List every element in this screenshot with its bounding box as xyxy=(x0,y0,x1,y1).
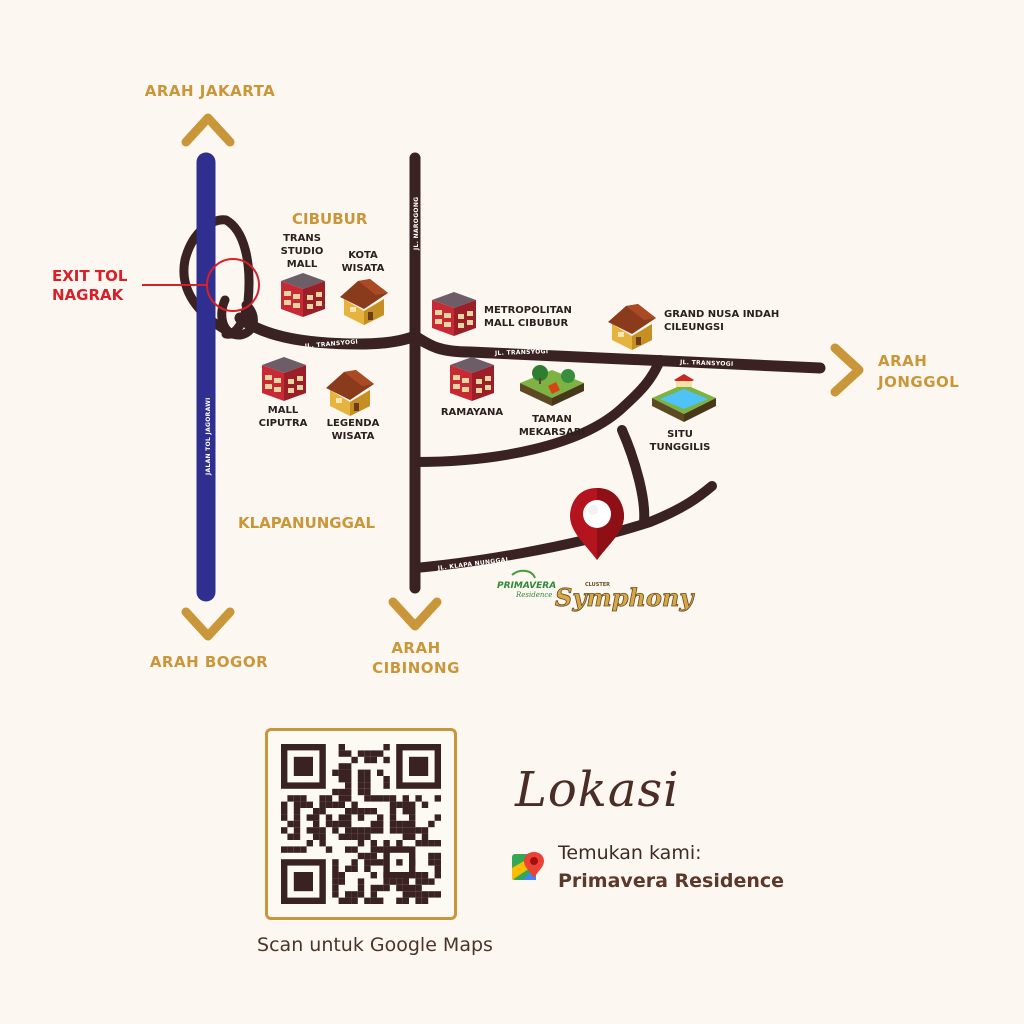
building-icon-kota-wisata xyxy=(340,279,388,325)
symphony-cluster-text: CLUSTER xyxy=(585,582,610,588)
road-label-transyogi-2: JL. TRANSYOGI xyxy=(494,348,549,357)
section-title: Lokasi xyxy=(515,762,680,818)
building-icon-metropolitan xyxy=(432,292,476,336)
poi-situ-tunggilis-2: TUNGGILIS xyxy=(650,442,711,453)
direction-jonggol-line2: JONGGOL xyxy=(877,373,959,391)
chevron-right-icon xyxy=(830,343,864,397)
qr-code-frame[interactable] xyxy=(265,728,457,920)
building-icon-grand-nusa xyxy=(608,304,656,350)
direction-north: ARAH JAKARTA xyxy=(145,82,276,100)
road-label-transyogi-3: JL. TRANSYOGI xyxy=(679,359,734,368)
exit-loop-road xyxy=(179,215,254,339)
poi-mall-ciputra-2: CIPUTRA xyxy=(259,418,308,429)
poi-kota-wisata-2: WISATA xyxy=(342,263,385,274)
building-icon-trans-studio xyxy=(281,273,325,317)
poi-ramayana: RAMAYANA xyxy=(441,407,504,418)
symphony-logo: CLUSTER Symphony xyxy=(555,582,696,612)
find-us-value: Primavera Residence xyxy=(558,870,785,892)
direction-south: ARAH BOGOR xyxy=(150,653,268,671)
poi-mall-ciputra-1: MALL xyxy=(268,405,299,416)
poi-legenda-1: LEGENDA xyxy=(327,418,380,429)
transyogi-road-east xyxy=(409,330,826,374)
poi-legenda-2: WISATA xyxy=(332,431,375,442)
qr-code[interactable] xyxy=(281,744,441,904)
primavera-logo: PRIMAVERA Residence xyxy=(497,569,556,599)
road-label-jagorawi: JALAN TOL JAGORAWI xyxy=(205,397,212,476)
building-icon-legenda xyxy=(326,370,374,416)
transyogi-road-west xyxy=(234,312,421,350)
poi-taman-mekarsari-1: TAMAN xyxy=(532,414,572,425)
road-label-narogong: JL. NAROGONG xyxy=(413,197,420,251)
primavera-logo-text: PRIMAVERA xyxy=(497,581,556,591)
poi-grand-nusa-1: GRAND NUSA INDAH xyxy=(664,309,779,320)
klapanunggal-road xyxy=(410,481,717,573)
road-label-transyogi-1: JL. TRANSYOGI xyxy=(304,338,359,350)
symphony-logo-text: Symphony xyxy=(555,583,695,612)
poi-trans-studio-3: MALL xyxy=(287,259,318,270)
chevron-down-icon xyxy=(181,607,235,641)
chevron-down-icon xyxy=(388,597,442,631)
road-network xyxy=(179,152,826,594)
poi-trans-studio-1: TRANS xyxy=(283,233,321,244)
curve-road-middle xyxy=(410,355,665,467)
poi-metropolitan-2: MALL CIBUBUR xyxy=(484,318,568,329)
exit-label-line1: EXIT TOL xyxy=(52,267,128,285)
chevron-up-icon xyxy=(181,113,235,147)
direction-cibinong-line2: CIBINONG xyxy=(372,659,460,677)
primavera-logo-subtext: Residence xyxy=(515,591,552,599)
area-cibubur: CIBUBUR xyxy=(292,210,368,228)
direction-cibinong-line1: ARAH xyxy=(391,639,440,657)
connector-road xyxy=(617,425,650,527)
exit-loop-small-road xyxy=(217,295,258,340)
qr-caption: Scan untuk Google Maps xyxy=(257,934,493,956)
poi-grand-nusa-2: CILEUNGSI xyxy=(664,322,724,333)
google-maps-icon[interactable] xyxy=(510,850,546,886)
lake-icon-situ-tunggilis xyxy=(652,374,716,422)
poi-taman-mekarsari-2: MEKARSARI xyxy=(519,427,585,438)
find-us-label: Temukan kami: xyxy=(558,842,702,864)
poi-metropolitan-1: METROPOLITAN xyxy=(484,305,572,316)
poi-situ-tunggilis-1: SITU xyxy=(667,429,693,440)
poi-trans-studio-2: STUDIO xyxy=(281,246,324,257)
area-klapanunggal: KLAPANUNGGAL xyxy=(238,514,376,532)
exit-label-line2: NAGRAK xyxy=(52,286,125,304)
location-pin-icon xyxy=(570,488,624,560)
park-icon-taman-mekarsari xyxy=(520,365,584,406)
direction-jonggol-line1: ARAH xyxy=(878,352,927,370)
poi-kota-wisata-1: KOTA xyxy=(348,250,378,261)
building-icon-ramayana xyxy=(450,357,494,401)
building-icon-mall-ciputra xyxy=(262,357,306,401)
